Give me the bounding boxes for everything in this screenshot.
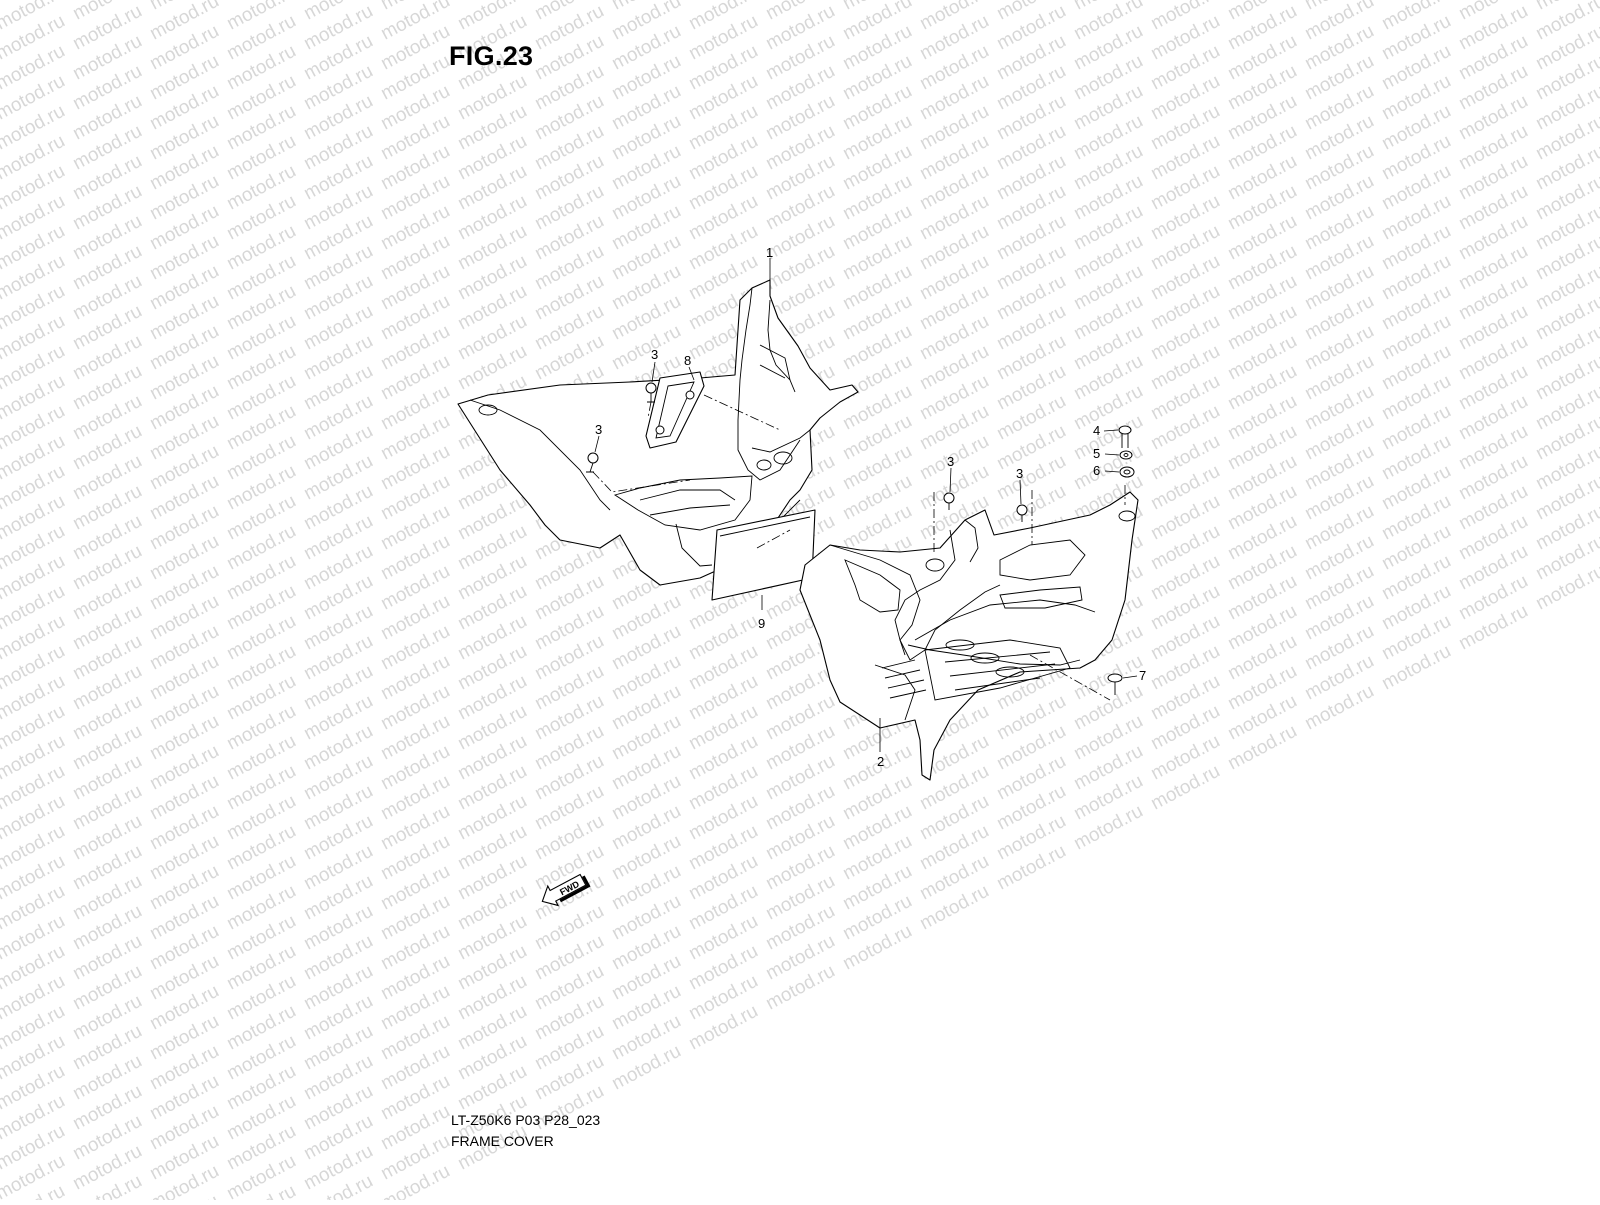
figure-title: FIG.23 (449, 41, 534, 71)
callout-6: 6 (1093, 463, 1100, 478)
leader-lines (594, 258, 1138, 752)
callout-3b: 3 (595, 422, 602, 437)
callout-7: 7 (1139, 668, 1146, 683)
callout-8: 8 (684, 353, 691, 368)
callout-5: 5 (1093, 446, 1100, 461)
callout-9: 9 (758, 616, 765, 631)
clip-3d (1016, 504, 1028, 522)
callout-3d: 3 (1016, 466, 1023, 481)
frame-cover-right (799, 491, 1139, 781)
fwd-arrow-icon: FWD (541, 873, 591, 907)
clip-3b (586, 452, 599, 473)
plate (645, 371, 705, 449)
screw (1107, 673, 1123, 695)
section-name: FRAME COVER (451, 1133, 554, 1149)
callout-3c: 3 (947, 454, 954, 469)
model-code: LT-Z50K6 P03 P28_023 (451, 1112, 601, 1128)
callout-4: 4 (1093, 423, 1100, 438)
clip-3c (943, 492, 955, 510)
cushion (1119, 466, 1135, 478)
callout-1: 1 (766, 245, 773, 260)
clip-3a (645, 382, 657, 403)
bolt (1118, 425, 1132, 448)
callout-2: 2 (877, 754, 884, 769)
callout-3a: 3 (651, 347, 658, 362)
washer (1119, 450, 1133, 460)
callout-labels: 1 2 3 3 3 3 4 5 6 7 8 9 (595, 245, 1146, 769)
assembly-lines (592, 394, 1126, 701)
